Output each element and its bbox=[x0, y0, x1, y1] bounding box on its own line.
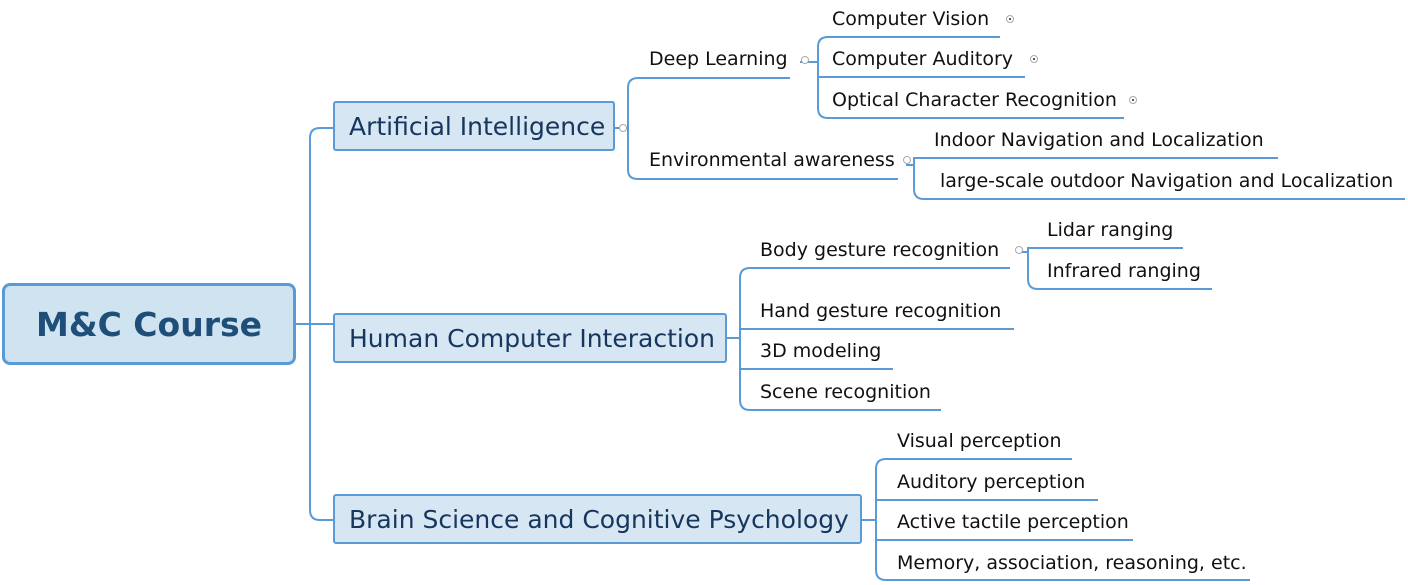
connector-line bbox=[913, 165, 1405, 200]
topic-visual-perception[interactable]: Visual perception bbox=[897, 430, 1062, 452]
connector-line bbox=[1027, 252, 1212, 290]
connector-line bbox=[296, 127, 333, 325]
expand-toggle-icon[interactable] bbox=[1006, 15, 1014, 23]
connector-line bbox=[906, 157, 1278, 166]
topic-computer-vision[interactable]: Computer Vision bbox=[832, 8, 990, 30]
collapse-toggle-icon[interactable] bbox=[903, 156, 911, 164]
connector-line bbox=[875, 499, 1098, 520]
connector-line bbox=[817, 62, 1124, 119]
collapse-toggle-icon[interactable] bbox=[1015, 246, 1023, 254]
branch-artificial-intelligence[interactable]: Artificial Intelligence bbox=[333, 101, 615, 151]
branch-human-computer-interaction[interactable]: Human Computer Interaction bbox=[333, 313, 727, 363]
topic-environmental-awareness[interactable]: Environmental awareness bbox=[649, 149, 895, 171]
topic-auditory-perception[interactable]: Auditory perception bbox=[897, 471, 1086, 493]
topic-infrared-ranging[interactable]: Infrared ranging bbox=[1047, 260, 1201, 282]
topic-computer-auditory[interactable]: Computer Auditory bbox=[832, 48, 1014, 70]
connector-line bbox=[1020, 247, 1183, 253]
topic-deep-learning[interactable]: Deep Learning bbox=[649, 48, 788, 70]
topic-outdoor-navigation[interactable]: large-scale outdoor Navigation and Local… bbox=[940, 170, 1394, 192]
connector-line bbox=[800, 36, 1000, 63]
connector-line bbox=[309, 324, 333, 521]
collapse-toggle-icon[interactable] bbox=[801, 56, 809, 64]
connector-line bbox=[627, 128, 898, 180]
connector-line bbox=[615, 77, 790, 129]
root-node[interactable]: M&C Course bbox=[2, 283, 296, 365]
topic-active-tactile[interactable]: Active tactile perception bbox=[897, 511, 1129, 533]
topic-3d-modeling[interactable]: 3D modeling bbox=[760, 340, 882, 362]
topic-hand-gesture[interactable]: Hand gesture recognition bbox=[760, 300, 1002, 322]
expand-toggle-icon[interactable] bbox=[1129, 96, 1137, 104]
connector-line bbox=[862, 458, 1072, 521]
expand-toggle-icon[interactable] bbox=[1030, 55, 1038, 63]
connector-line bbox=[739, 338, 941, 411]
topic-ocr[interactable]: Optical Character Recognition bbox=[832, 89, 1117, 111]
connector-line bbox=[875, 520, 1250, 581]
topic-scene-recognition[interactable]: Scene recognition bbox=[760, 381, 931, 403]
connector-line bbox=[727, 267, 1010, 339]
topic-indoor-navigation[interactable]: Indoor Navigation and Localization bbox=[934, 129, 1264, 151]
topic-body-gesture[interactable]: Body gesture recognition bbox=[760, 239, 1000, 261]
topic-lidar-ranging[interactable]: Lidar ranging bbox=[1047, 219, 1174, 241]
connector-line bbox=[739, 328, 1014, 338]
branch-brain-science[interactable]: Brain Science and Cognitive Psychology bbox=[333, 494, 862, 544]
topic-memory-association[interactable]: Memory, association, reasoning, etc. bbox=[897, 552, 1247, 574]
collapse-toggle-icon[interactable] bbox=[619, 124, 627, 132]
